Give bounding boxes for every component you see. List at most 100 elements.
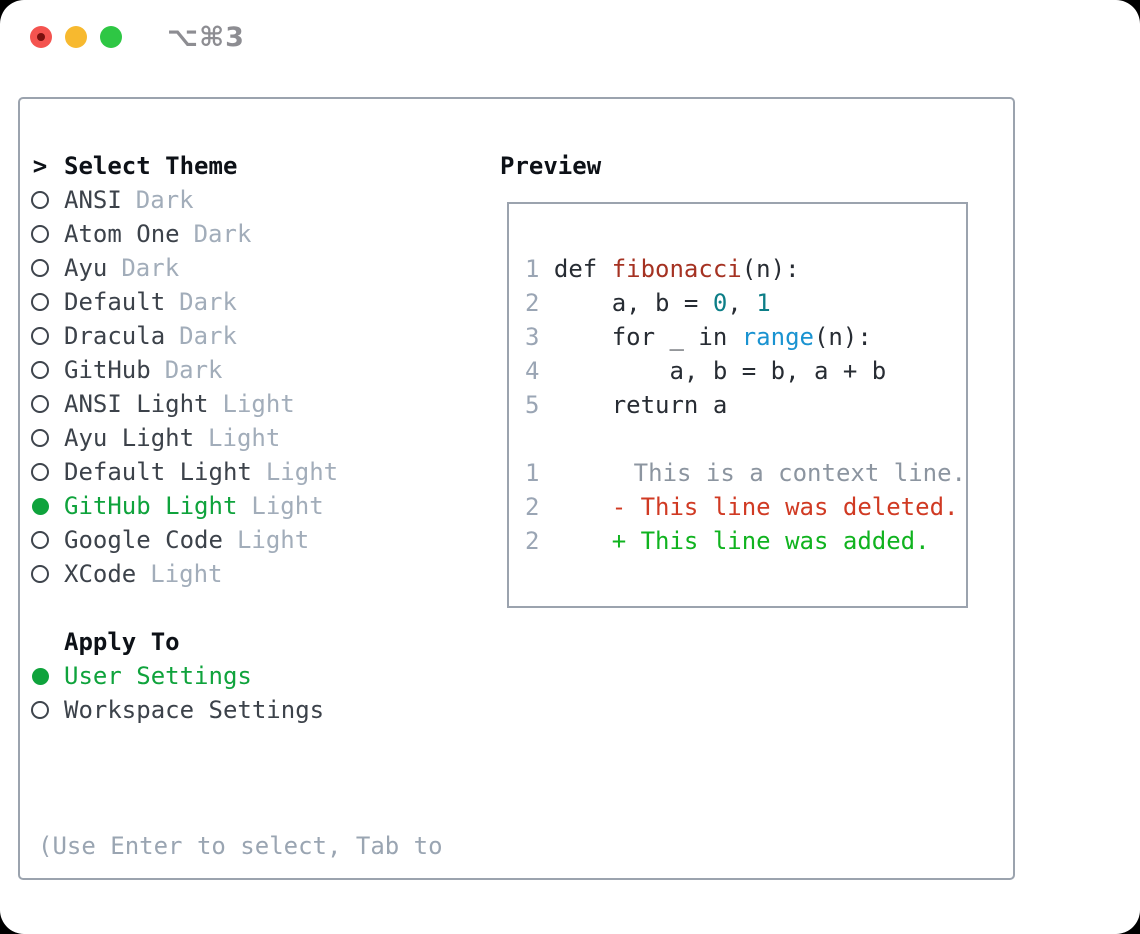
radio-icon — [28, 463, 52, 481]
radio-ring — [31, 463, 49, 481]
code-line: 1 def fibonacci(n): — [525, 252, 966, 286]
theme-option-github-light[interactable]: GitHub Light Light — [28, 489, 324, 523]
theme-option-ayu-light[interactable]: Ayu Light Light — [28, 421, 280, 455]
line-number: 4 — [525, 357, 540, 385]
line-number: 1 — [525, 255, 540, 283]
code-segment-fg: , — [727, 289, 757, 317]
theme-variant-badge: Dark — [121, 254, 180, 282]
option-label: Default Light — [64, 458, 252, 486]
code-text: - This line was deleted. — [554, 490, 959, 524]
theme-variant-badge: Light — [236, 526, 310, 554]
option-label: GitHub Light — [64, 492, 238, 520]
theme-option-ansi-light[interactable]: ANSI Light Light — [28, 387, 295, 421]
radio-ring — [31, 191, 49, 209]
code-segment-fg: for _ in — [553, 323, 742, 351]
apply-to-header: Apply To — [28, 625, 180, 659]
theme-variant-badge: Dark — [164, 356, 223, 384]
radio-icon — [28, 293, 52, 311]
radio-selected-icon — [28, 667, 52, 685]
line-number: 2 — [525, 493, 540, 521]
code-segment-fg: def — [553, 255, 612, 283]
line-number: 5 — [525, 391, 540, 419]
option-label: User Settings — [64, 662, 252, 690]
radio-icon — [28, 395, 52, 413]
radio-icon — [28, 259, 52, 277]
radio-dot — [31, 667, 49, 685]
option-label: Google Code — [64, 526, 223, 554]
theme-variant-badge: Light — [208, 424, 281, 452]
option-label: Default — [64, 288, 166, 316]
close-button-dot-icon — [37, 33, 45, 41]
close-button[interactable] — [30, 26, 52, 48]
option-label: GitHub — [64, 356, 151, 384]
radio-icon — [28, 361, 52, 379]
maximize-button[interactable] — [100, 26, 122, 48]
code-text: for _ in range(n): — [554, 320, 872, 354]
radio-ring — [31, 225, 49, 243]
theme-variant-badge: Dark — [193, 220, 252, 248]
code-text: This is a context line. — [547, 456, 966, 490]
theme-option-github[interactable]: GitHub Dark — [28, 353, 223, 387]
theme-option-default-light[interactable]: Default Light Light — [28, 455, 338, 489]
line-number: 3 — [525, 323, 540, 351]
line-number: 1 — [525, 459, 540, 487]
apply-to-title: Apply To — [64, 628, 180, 656]
option-label: ANSI Light — [64, 390, 209, 418]
radio-selected-icon — [28, 497, 52, 515]
code-text: return a — [553, 388, 728, 422]
code-segment-context: This is a context line. — [546, 459, 966, 487]
theme-variant-badge: Light — [150, 560, 223, 588]
option-label: ANSI — [64, 186, 122, 214]
radio-dot — [31, 497, 49, 515]
focus-caret-icon: > — [32, 152, 48, 180]
select-theme-title: Select Theme — [64, 152, 238, 180]
code-line: 5 return a — [525, 388, 966, 422]
theme-variant-badge: Light — [251, 492, 324, 520]
code-segment-added: + This line was added. — [553, 527, 930, 555]
code-text: + This line was added. — [554, 524, 930, 558]
hint-text: (Use Enter to select, Tab to change focu… — [38, 761, 443, 934]
code-segment-fg: (n): — [813, 323, 872, 351]
code-text: def fibonacci(n): — [554, 252, 800, 286]
option-label: Dracula — [64, 322, 166, 350]
code-line: 2 + This line was added. — [525, 524, 966, 558]
theme-option-ayu[interactable]: Ayu Dark — [28, 251, 179, 285]
theme-variant-badge: Light — [222, 390, 295, 418]
radio-ring — [31, 293, 49, 311]
code-segment-fg: a, b = b, a + b — [553, 357, 887, 385]
option-label: Ayu Light — [64, 424, 195, 452]
code-segment-builtin: range — [741, 323, 814, 351]
radio-icon — [28, 531, 52, 549]
code-segment-fg: (n): — [741, 255, 800, 283]
code-segment-num: 0 — [712, 289, 728, 317]
theme-option-google-code[interactable]: Google Code Light — [28, 523, 309, 557]
minimize-button[interactable] — [65, 26, 87, 48]
radio-ring — [31, 701, 49, 719]
select-theme-header: > Select Theme — [28, 149, 238, 183]
radio-ring — [31, 361, 49, 379]
radio-icon — [28, 327, 52, 345]
radio-ring — [31, 531, 49, 549]
radio-icon — [28, 701, 52, 719]
code-line: 1 This is a context line. — [525, 456, 966, 490]
option-label: Ayu — [64, 254, 108, 282]
code-segment-num: 1 — [756, 289, 771, 317]
radio-ring — [31, 565, 49, 583]
radio-ring — [31, 429, 49, 447]
theme-variant-badge: Light — [265, 458, 339, 486]
radio-icon — [28, 565, 52, 583]
code-segment-fg: return a — [553, 391, 728, 419]
option-label: XCode — [64, 560, 137, 588]
theme-option-xcode[interactable]: XCode Light — [28, 557, 223, 591]
code-segment-func: fibonacci — [611, 255, 742, 283]
apply-option-user-settings[interactable]: User Settings — [28, 659, 252, 693]
radio-ring — [31, 327, 49, 345]
apply-option-workspace-settings[interactable]: Workspace Settings — [28, 693, 324, 727]
radio-ring — [31, 259, 49, 277]
